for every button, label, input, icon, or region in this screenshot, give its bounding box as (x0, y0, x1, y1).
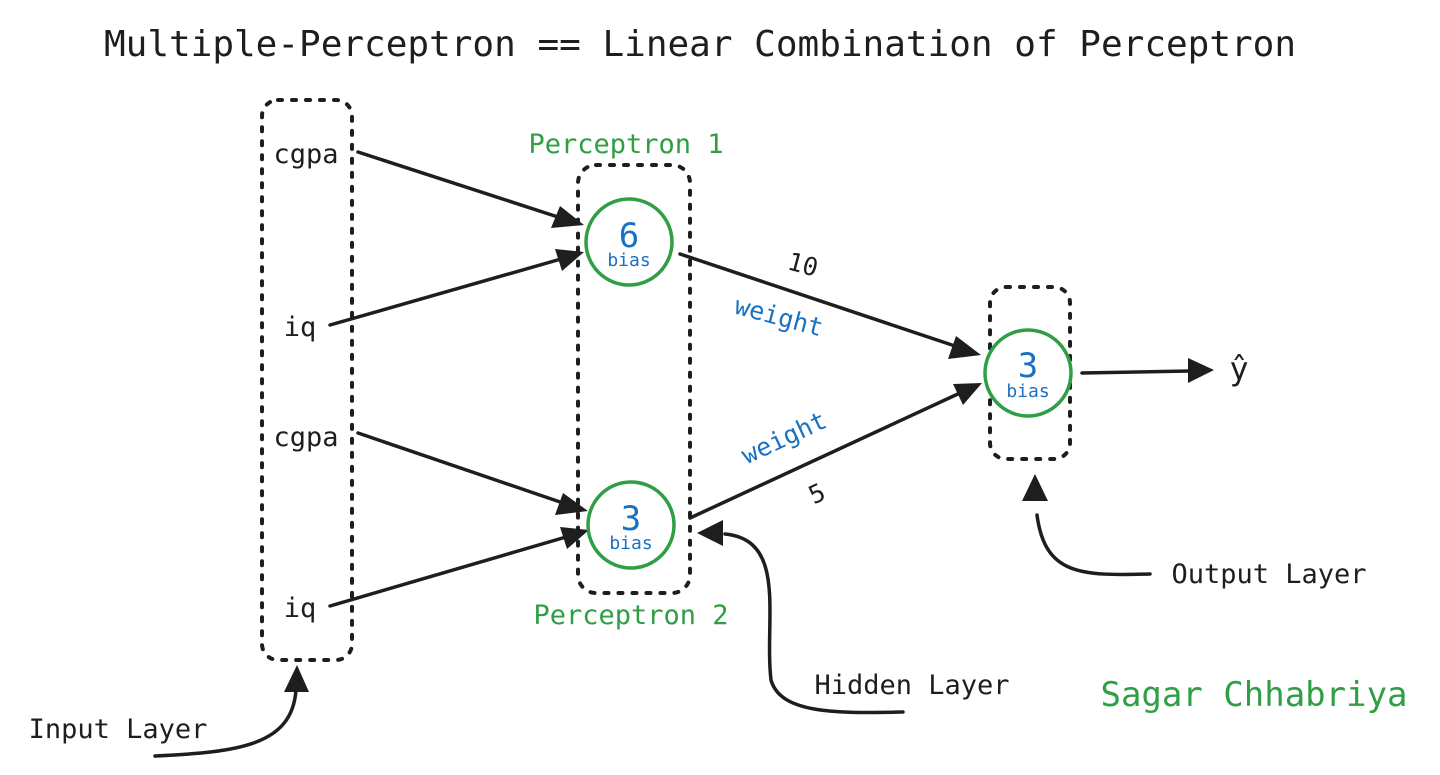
input-node-cgpa-1: cgpa (273, 139, 338, 170)
edge-cgpa1-to-p1 (356, 150, 563, 220)
output-neuron-bias: bias (1006, 381, 1049, 402)
perceptron-2-label: Perceptron 2 (533, 600, 728, 631)
arrowhead-output-layer (1022, 474, 1048, 501)
perceptron-1-bias: bias (607, 250, 650, 271)
edge-output-to-yhat (1080, 369, 1192, 375)
hidden-layer-pointer (723, 532, 905, 715)
arrowhead-cgpa1-p1 (551, 206, 584, 228)
arrowhead-cgpa2-p2 (555, 493, 588, 515)
arrowhead-iq2-p2 (560, 527, 589, 549)
output-layer-label: Output Layer (1171, 559, 1366, 590)
arrowhead-p1-output (948, 336, 981, 359)
perceptron-1-value: 6 (619, 216, 639, 256)
edge-p1-to-output (678, 252, 960, 349)
output-neuron-value: 3 (1018, 346, 1038, 386)
perceptron-2-neuron: 3 bias (586, 480, 676, 570)
edge-bottom-weight-value: 5 (804, 477, 830, 510)
input-node-cgpa-2: cgpa (273, 422, 338, 453)
input-layer-box (260, 98, 354, 662)
perceptron-2-bias: bias (609, 533, 652, 554)
edge-top-weight-value: 10 (785, 247, 822, 283)
edge-iq1-to-p1 (328, 257, 563, 327)
arrowhead-input-layer (284, 665, 309, 692)
arrowhead-iq1-p1 (555, 249, 584, 271)
output-layer-pointer (1035, 513, 1152, 577)
author-name: Sagar Chhabriya (1100, 675, 1407, 715)
perceptron-1-label: Perceptron 1 (528, 129, 723, 160)
perceptron-2-value: 3 (621, 499, 641, 539)
input-node-iq-1: iq (284, 312, 317, 343)
perceptron-1-neuron: 6 bias (584, 197, 674, 287)
arrowhead-output-yhat (1188, 358, 1214, 383)
edge-iq2-to-p2 (328, 535, 568, 608)
input-layer-label: Input Layer (29, 714, 208, 745)
arrowhead-hidden-layer (697, 520, 723, 546)
edge-p2-to-output (688, 391, 962, 520)
edge-cgpa2-to-p2 (356, 431, 568, 506)
input-node-iq-2: iq (284, 593, 317, 624)
output-symbol: ŷ (1229, 350, 1248, 388)
input-layer-pointer (153, 688, 298, 758)
hidden-layer-box (576, 163, 692, 595)
arrowhead-p2-output (953, 383, 982, 405)
output-neuron: 3 bias (983, 328, 1073, 418)
diagram-title: Multiple-Perceptron == Linear Combinatio… (104, 24, 1296, 65)
hidden-layer-label: Hidden Layer (814, 670, 1009, 701)
